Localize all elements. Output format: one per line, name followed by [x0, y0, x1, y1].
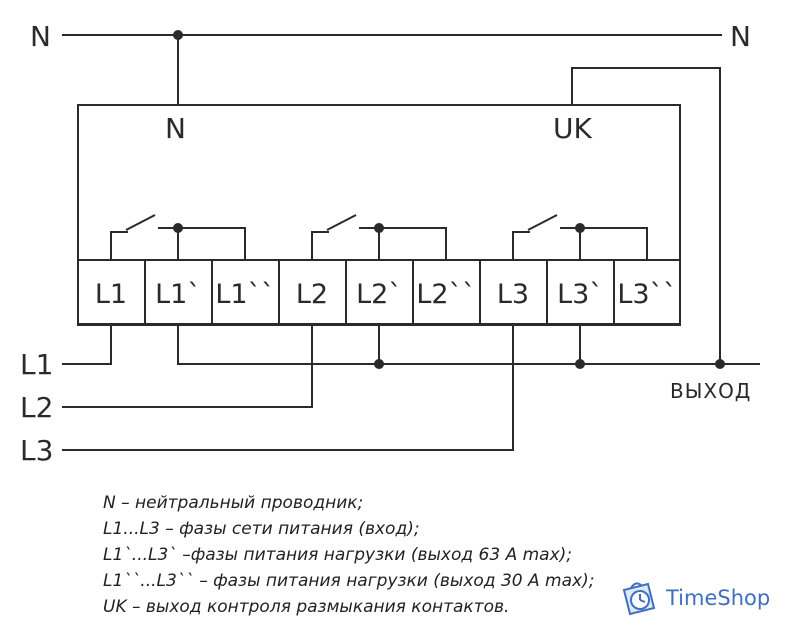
legend-line: UK – выход контроля размыкания контактов…	[103, 597, 510, 617]
switch-blade	[125, 214, 156, 231]
terminal-n-label: N	[165, 112, 186, 145]
uk-wire	[571, 67, 721, 364]
label-n-right: N	[730, 20, 751, 53]
contact-group-2	[311, 214, 447, 260]
legend: N – нейтральный проводник; L1...L3 – фаз…	[103, 490, 623, 620]
legend-line: L1``...L3`` – фазы питания нагрузки (вых…	[103, 571, 595, 591]
terminal-block: L1 L1` L1`` L2 L2` L2`` L3 L3` L3``	[77, 259, 681, 325]
terminal-label: L2``	[416, 279, 475, 310]
terminal-label: L2	[296, 279, 328, 310]
output-label: ВЫХОД	[670, 379, 751, 403]
contact-group-1	[110, 214, 246, 260]
terminal-label: L3`	[557, 279, 603, 310]
watermark-text: TimeShop	[666, 586, 771, 610]
input-l2-wire	[62, 324, 313, 408]
output-junction	[374, 359, 384, 369]
clock-bag-icon	[622, 582, 656, 616]
label-n-left: N	[30, 20, 51, 53]
terminal-label: L1``	[215, 279, 274, 310]
input-label-l1: L1	[20, 348, 53, 381]
terminal-label: L1	[95, 279, 127, 310]
switch-blade	[527, 214, 558, 231]
output-junction	[715, 359, 725, 369]
neutral-junction	[173, 30, 183, 40]
timeshop-watermark: TimeShop	[618, 576, 783, 620]
legend-line: L1...L3 – фазы сети питания (вход);	[103, 519, 420, 539]
terminal-label: L3	[497, 279, 529, 310]
input-label-l3: L3	[20, 434, 53, 467]
terminal-label: L2`	[356, 279, 402, 310]
contact-group-3	[512, 214, 648, 260]
terminal-label: L1`	[155, 279, 201, 310]
input-l1-wire	[62, 324, 112, 365]
terminal-uk-label: UK	[553, 112, 592, 145]
output-junction	[575, 359, 585, 369]
input-l3-wire	[62, 324, 514, 451]
terminal-label: L3``	[617, 279, 676, 310]
switch-blade	[326, 214, 357, 231]
legend-line: N – нейтральный проводник;	[103, 493, 364, 513]
output-bus	[177, 324, 760, 365]
legend-line: L1`...L3` –фазы питания нагрузки (выход …	[103, 545, 573, 565]
input-label-l2: L2	[20, 391, 53, 424]
